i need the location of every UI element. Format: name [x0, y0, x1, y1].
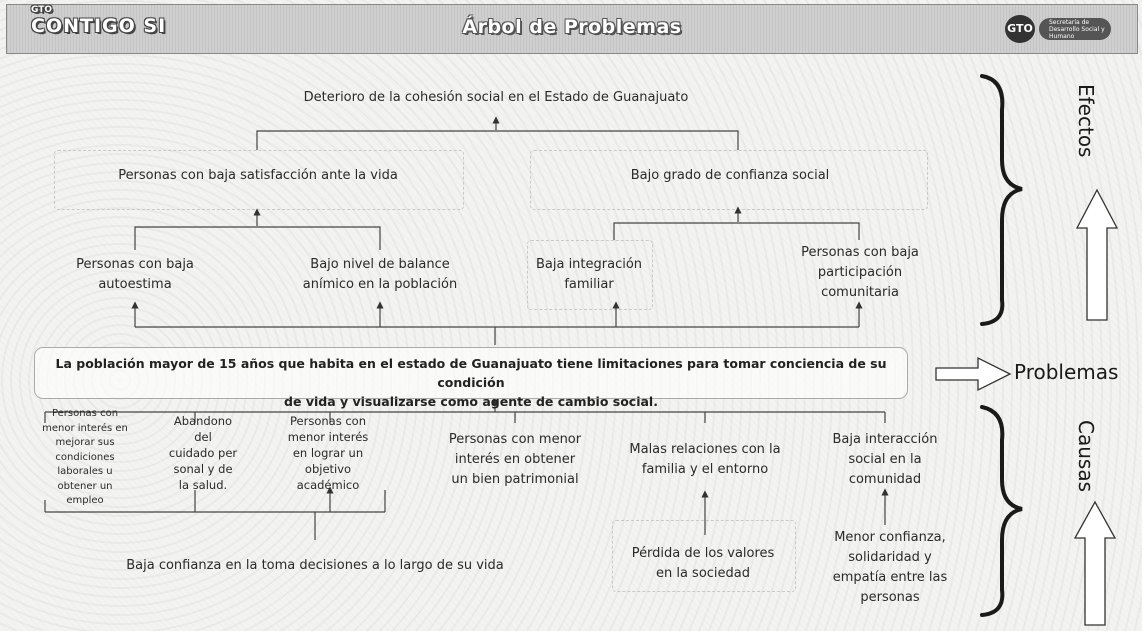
page-title: Árbol de Problemas	[462, 16, 682, 38]
header-bar: GTO CONTIGO SI Árbol de Problemas GTO Se…	[6, 4, 1138, 54]
label-causas: Causas	[1074, 420, 1098, 492]
cause-bien-patrimonial: Personas con menor interés en obtener un…	[448, 432, 582, 487]
gto-logo-text: Secretaría de Desarrollo Social y Humano	[1039, 18, 1111, 40]
gto-logo-circle: GTO	[1005, 15, 1035, 43]
root-menor-confianza: Menor confianza, solidaridad y empatía e…	[832, 530, 948, 605]
logo-gto-small: GTO	[31, 5, 53, 15]
cause-interaccion-social: Baja interacción social en la comunidad	[832, 432, 938, 487]
label-efectos: Efectos	[1074, 84, 1098, 158]
effect-low-balance: Bajo nivel de balance anímico en la pobl…	[302, 257, 458, 292]
cause-objetivo-academico: Personas con menor interés en lograr un …	[287, 414, 369, 492]
effect-mid-left: Personas con baja satisfacción ante la v…	[118, 168, 398, 183]
effect-low-autoestima: Personas con baja autoestima	[76, 257, 194, 292]
cause-cuidado-personal: Abandono del cuidado per sonal y de la s…	[168, 414, 238, 492]
effect-low-participacion: Personas con baja participación comunita…	[801, 245, 919, 300]
effect-box-right	[530, 150, 928, 210]
central-problem-text: La población mayor de 15 años que habita…	[55, 356, 887, 409]
effect-mid-right: Bajo grado de confianza social	[630, 168, 830, 183]
effect-top: Deterioro de la cohesión social en el Es…	[303, 90, 689, 105]
root-baja-confianza: Baja confianza en la toma decisiones a l…	[126, 558, 504, 573]
effect-low-integracion: Baja integración familiar	[535, 257, 643, 292]
cause-empleo: Personas con menor interés en mejorar su…	[42, 408, 128, 506]
contigo-si-logo: GTO CONTIGO SI	[31, 5, 167, 37]
gto-logo: GTO Secretaría de Desarrollo Social y Hu…	[1005, 13, 1117, 45]
root-perdida-valores: Pérdida de los valores en la sociedad	[631, 546, 775, 581]
cause-malas-relaciones: Malas relaciones con la familia y el ent…	[629, 442, 781, 477]
cause-box-valores	[612, 520, 796, 592]
central-problem: La población mayor de 15 años que habita…	[34, 347, 908, 409]
effect-box-integracion	[527, 240, 653, 310]
label-problemas: Problemas	[1014, 360, 1119, 384]
logo-text: CONTIGO SI	[31, 15, 167, 37]
